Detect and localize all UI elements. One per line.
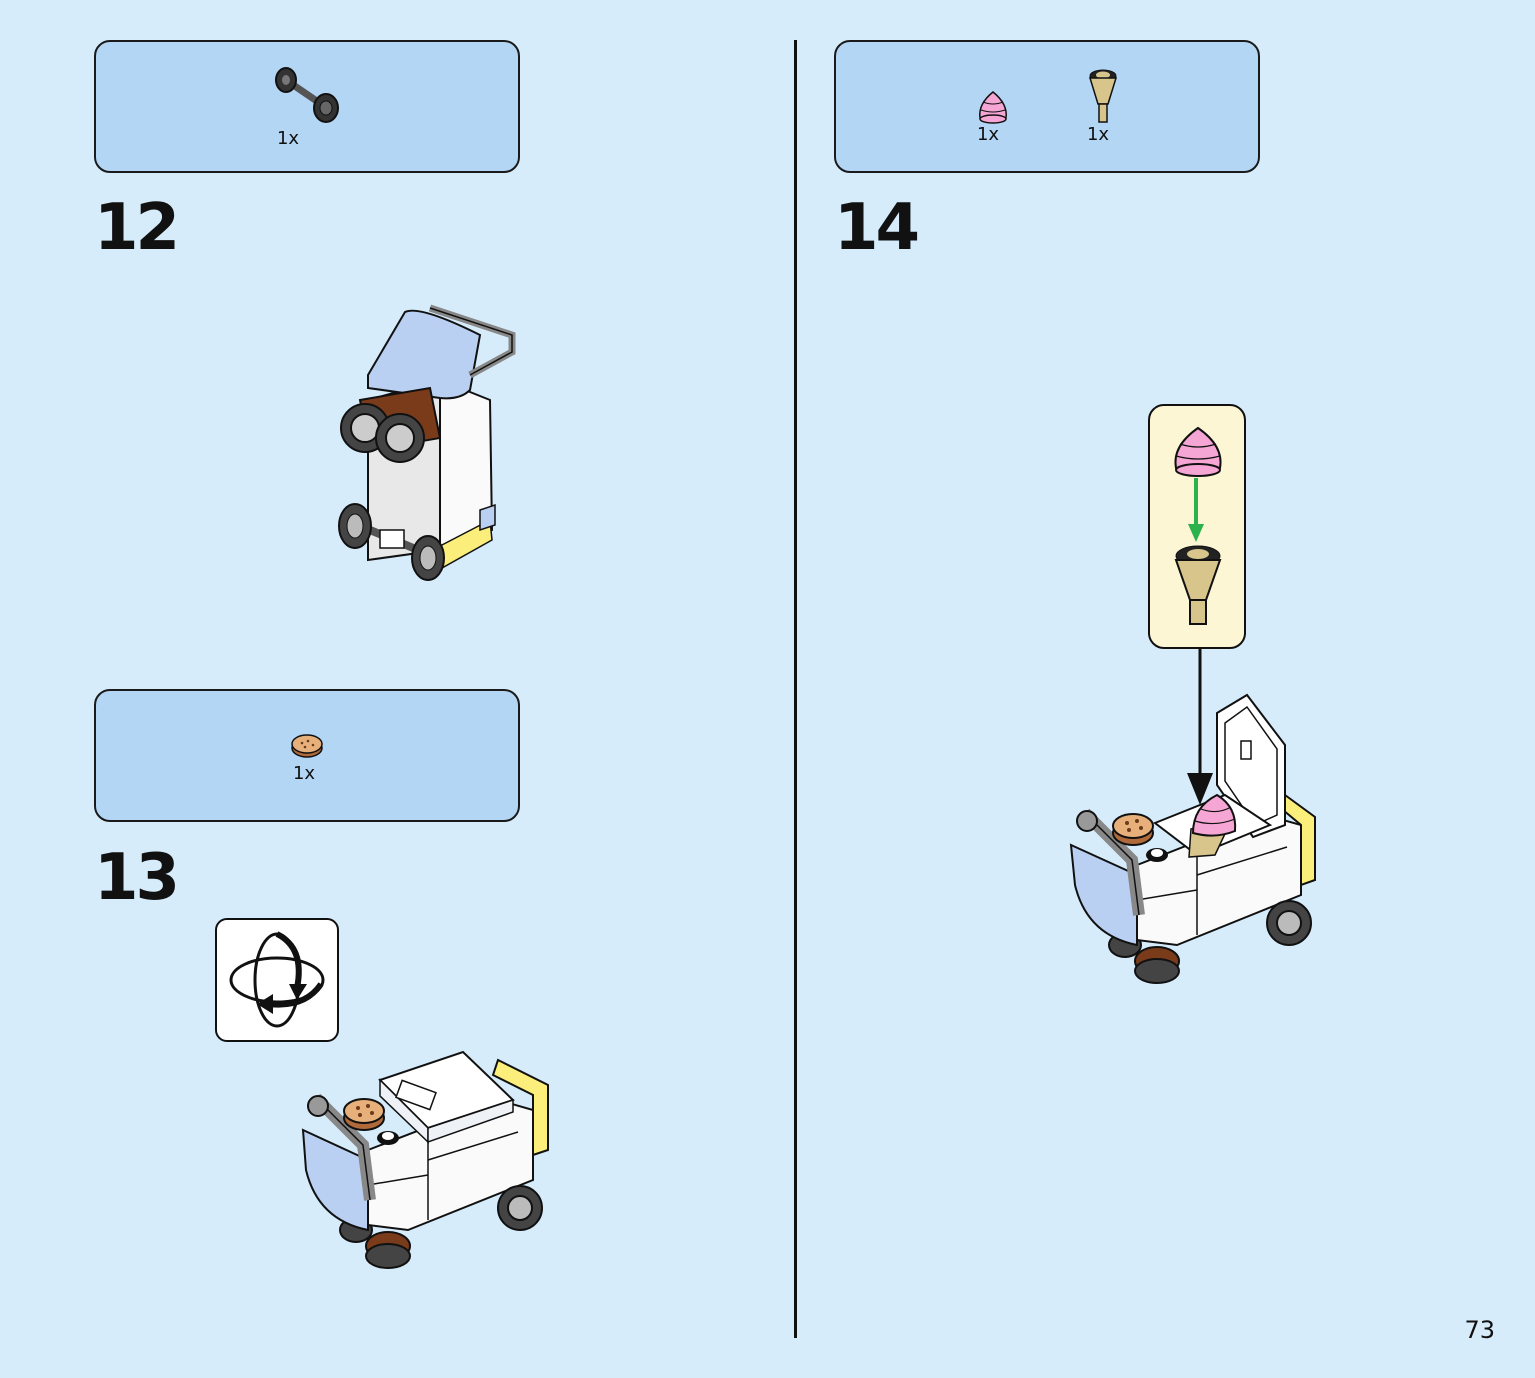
pink-ice-cream-swirl-icon bbox=[979, 91, 1007, 124]
part-quantity: 1x bbox=[1086, 124, 1110, 145]
rotate-model-icon bbox=[229, 931, 325, 1028]
parts-box-step-13: 1x bbox=[94, 689, 520, 822]
step-13-model-illustration bbox=[301, 1050, 549, 1269]
page-number: 73 bbox=[1464, 1316, 1495, 1344]
parts-box-step-12: 1x bbox=[94, 40, 520, 173]
part-quantity: 1x bbox=[292, 763, 316, 784]
part-quantity: 1x bbox=[276, 128, 300, 149]
axle-with-wheels-icon bbox=[275, 67, 339, 123]
round-tile-cookie-icon bbox=[291, 734, 323, 758]
page-divider bbox=[794, 40, 797, 1338]
step-number-14: 14 bbox=[834, 191, 920, 265]
part-quantity: 1x bbox=[976, 124, 1000, 145]
tan-ice-cream-cone-icon bbox=[1088, 69, 1118, 123]
step-number-13: 13 bbox=[94, 841, 180, 915]
step-number-12: 12 bbox=[94, 191, 180, 265]
step-14-model-illustration bbox=[1069, 648, 1316, 984]
sub-assembly-callout bbox=[1148, 404, 1246, 649]
parts-box-step-14: 1x 1x bbox=[834, 40, 1260, 173]
rotate-model-icon-box bbox=[215, 918, 339, 1042]
step-12-model-illustration bbox=[338, 304, 516, 581]
sub-assembly-illustration bbox=[1174, 426, 1222, 625]
